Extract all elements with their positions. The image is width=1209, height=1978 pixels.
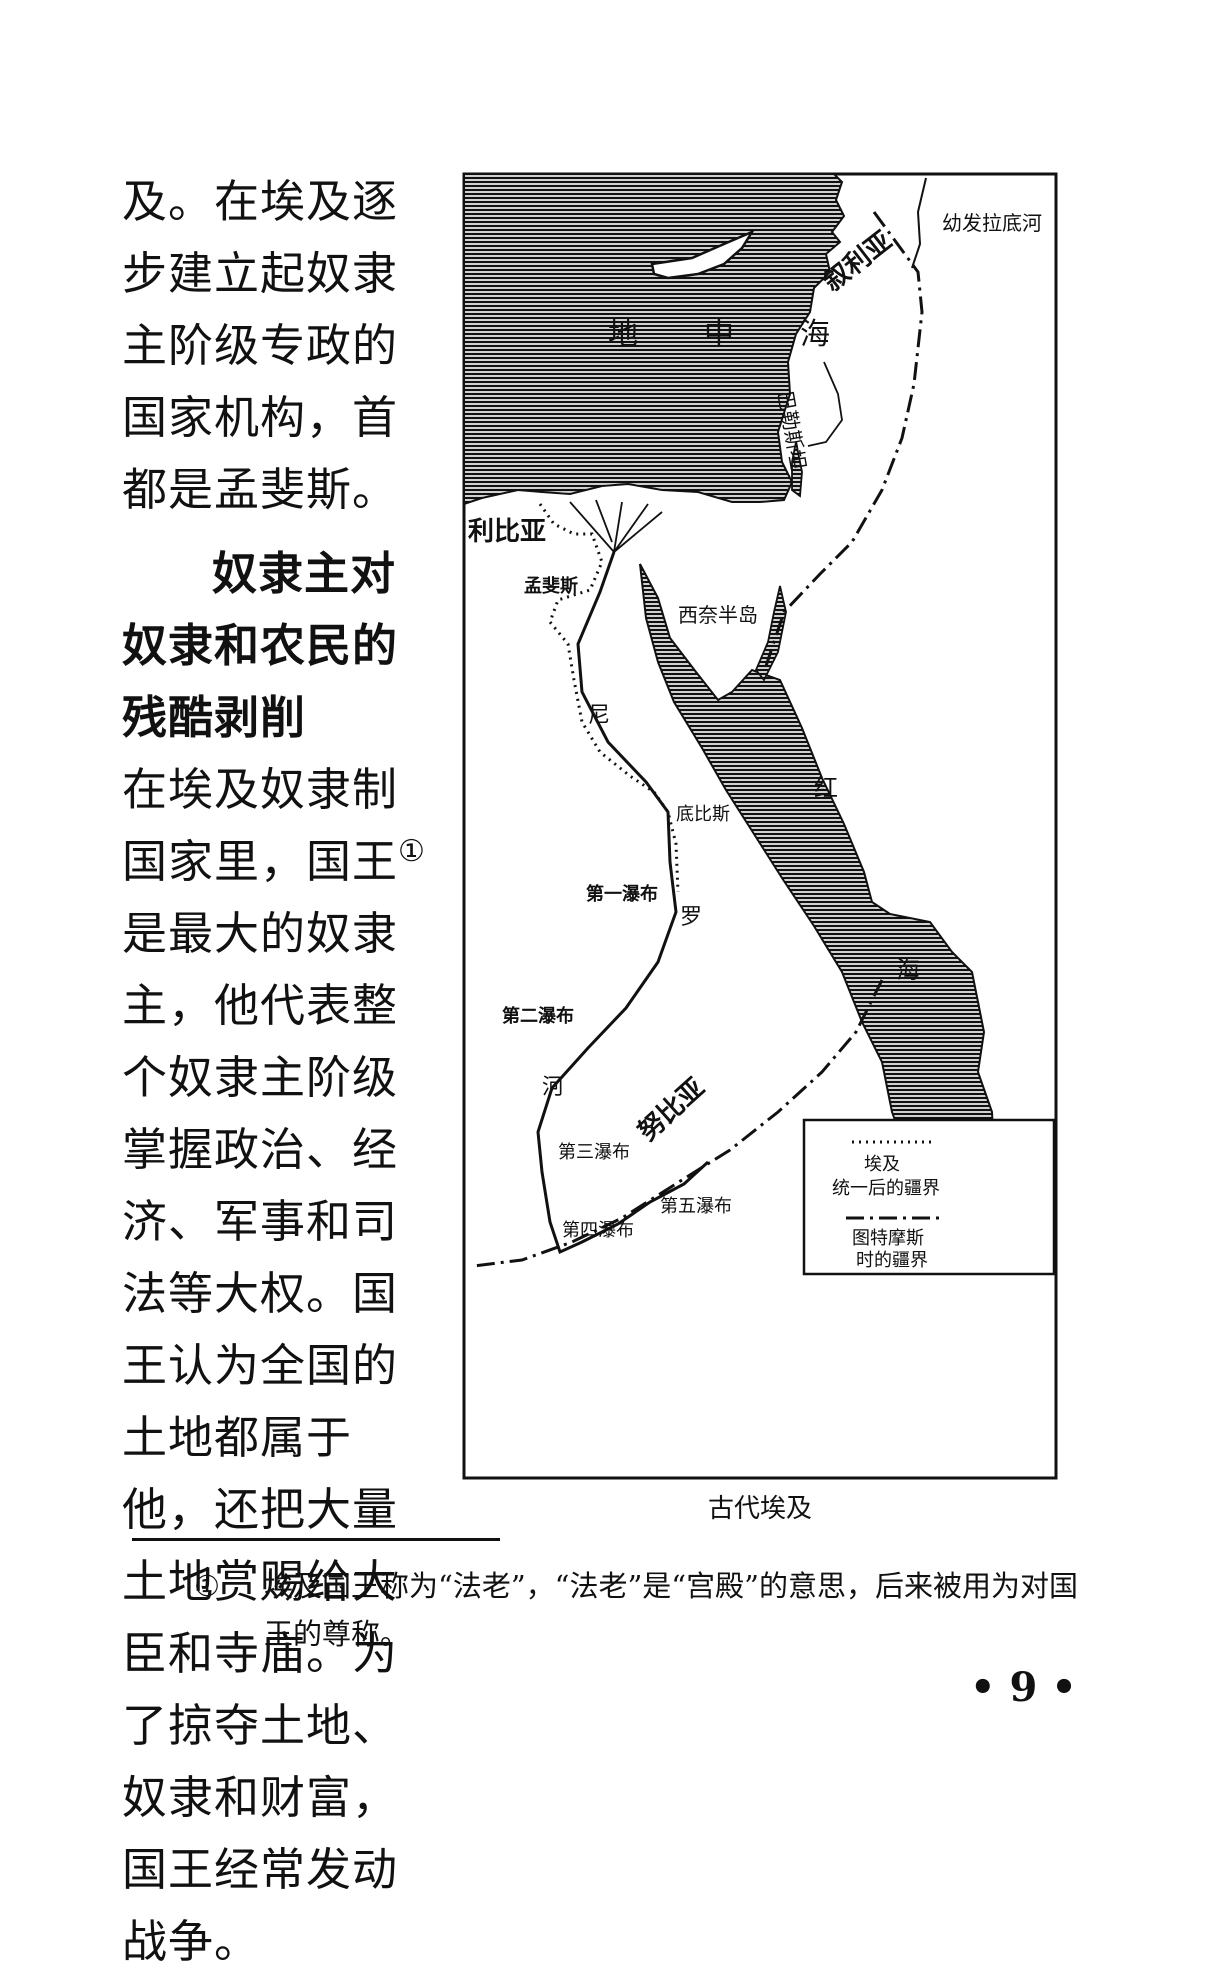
nile-river	[536, 551, 710, 1255]
nile-delta	[569, 499, 663, 553]
map-figure: 地 中 海 叙利亚 幼发拉底河 巴勒斯坦 利比亚 孟斐斯 西奈半岛 尼 底比斯 …	[462, 172, 1058, 1480]
footnote-mark: ①	[194, 1569, 220, 1603]
section-heading: 奴隶主对奴隶和农民的残酷剥削	[122, 547, 399, 744]
jordan-river	[807, 361, 843, 447]
footnote-text: 埃及国王称为“法老”，“法老”是“宫殿”的意思，后来被用为对国王的尊称。	[264, 1569, 1078, 1651]
footnote-divider	[132, 1538, 500, 1541]
label-cataract-2: 第二瀑布	[502, 1005, 574, 1027]
legend-dotted-label-2: 统一后的疆界	[832, 1178, 940, 1199]
euphrates-river	[911, 177, 927, 269]
page-number: • 9 •	[970, 1664, 1077, 1711]
label-libya: 利比亚	[468, 517, 546, 547]
label-cataract-3: 第三瀑布	[558, 1142, 630, 1163]
label-euphrates: 幼发拉底河	[942, 211, 1042, 235]
label-memphis: 孟斐斯	[524, 575, 578, 597]
label-cataract-1: 第一瀑布	[586, 883, 658, 905]
paragraph-exploitation: 奴隶主对奴隶和农民的残酷剥削在埃及奴隶制国家里，国王①是最大的奴隶主，他代表整个…	[122, 538, 432, 1978]
label-thebes: 底比斯	[676, 804, 730, 825]
label-sinai: 西奈半岛	[678, 603, 758, 627]
legend-dashed-label-2: 时的疆界	[856, 1250, 928, 1271]
legend-dashed-label-1: 图特摩斯	[852, 1228, 924, 1249]
paragraph-capital: 及。在埃及逐步建立起奴隶主阶级专政的国家机构，首都是孟斐斯。	[122, 166, 432, 526]
body-text: 及。在埃及逐步建立起奴隶主阶级专政的国家机构，首都是孟斐斯。 奴隶主对奴隶和农民…	[122, 166, 432, 1978]
label-red-sea-1: 红	[814, 774, 838, 802]
map-legend: 埃及 统一后的疆界 图特摩斯 时的疆界	[802, 1118, 1056, 1276]
unified-egypt-boundary	[538, 503, 680, 893]
mediterranean-sea	[463, 173, 846, 506]
footnote-reference[interactable]: ①	[398, 834, 426, 869]
label-red-sea-2: 海	[896, 956, 920, 984]
label-mediterranean: 地 中 海	[608, 317, 848, 352]
paragraph-exploitation-text-b: 是最大的奴隶主，他代表整个奴隶主阶级掌握政治、经济、军事和司法等大权。国王认为全…	[122, 907, 399, 1968]
label-nile-3: 河	[542, 1075, 564, 1100]
paragraph-exploitation-text-a: 在埃及奴隶制国家里，国王	[122, 763, 399, 888]
cyprus-island	[650, 229, 756, 280]
dead-sea	[791, 441, 803, 498]
label-cataract-4: 第四瀑布	[562, 1220, 634, 1241]
thutmose-boundary	[473, 211, 924, 1268]
footnote: ① 埃及国王称为“法老”，“法老”是“宫殿”的意思，后来被用为对国王的尊称。	[194, 1562, 1098, 1658]
map-caption: 古代埃及	[707, 1494, 812, 1524]
label-cataract-5: 第五瀑布	[660, 1196, 732, 1217]
legend-dotted-label-1: 埃及	[864, 1154, 900, 1175]
label-nubia: 努比亚	[632, 1072, 711, 1147]
paragraph-capital-text: 及。在埃及逐步建立起奴隶主阶级专政的国家机构，首都是孟斐斯。	[122, 175, 399, 516]
label-nile-1: 尼	[588, 703, 610, 728]
label-nile-2: 罗	[680, 905, 702, 930]
gulf-of-aqaba	[754, 585, 787, 682]
ancient-egypt-map: 地 中 海 叙利亚 幼发拉底河 巴勒斯坦 利比亚 孟斐斯 西奈半岛 尼 底比斯 …	[462, 172, 1058, 1480]
